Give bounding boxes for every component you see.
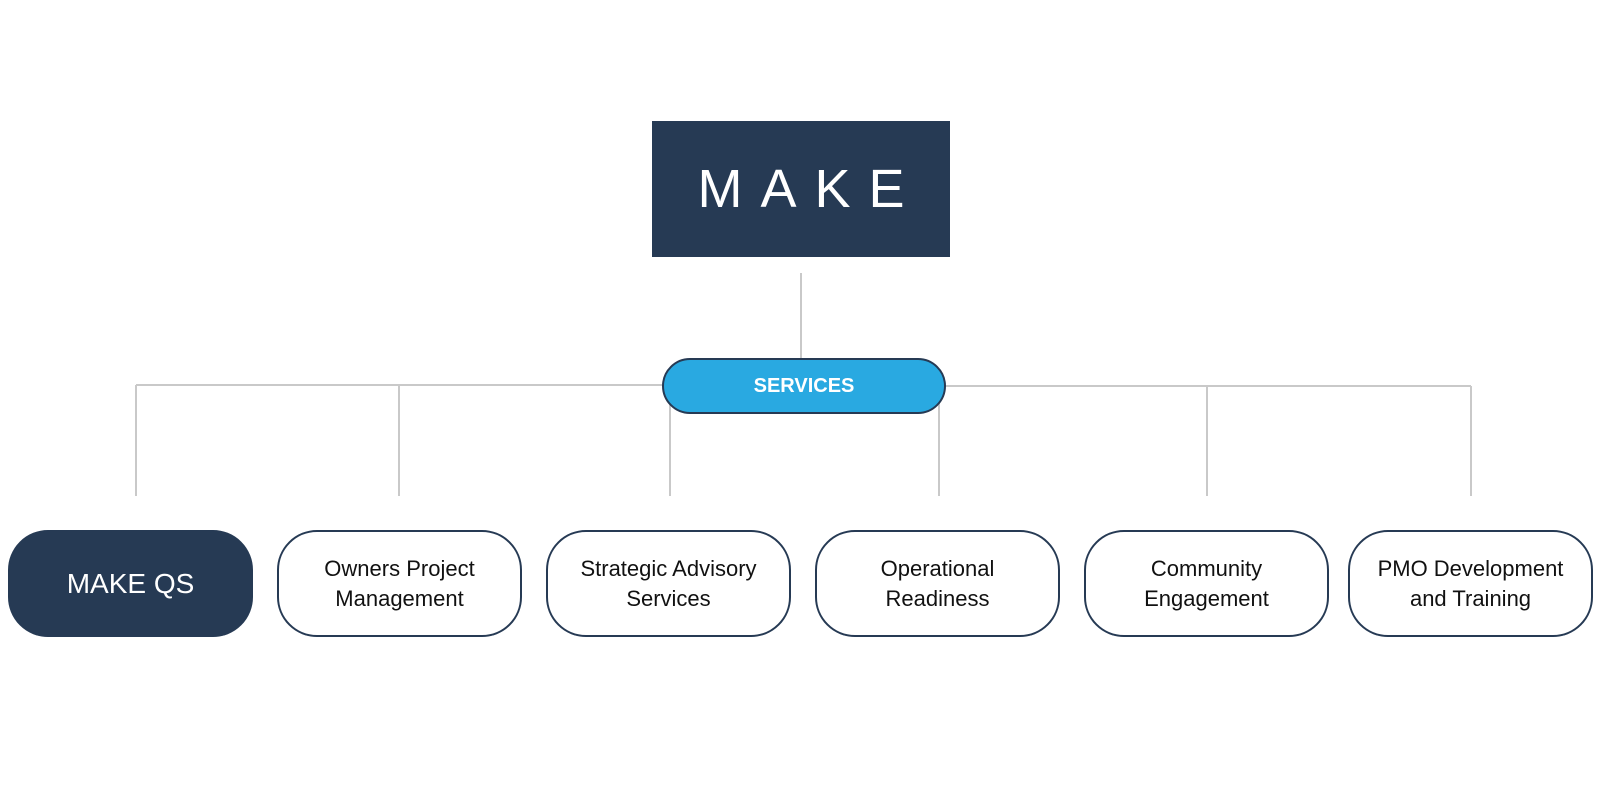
service-label: Community Engagement bbox=[1144, 555, 1269, 611]
service-node-make-qs: MAKE QS bbox=[8, 530, 253, 637]
service-node-community-engagement: Community Engagement bbox=[1084, 530, 1329, 637]
root-label: MAKE bbox=[697, 159, 923, 219]
service-node-owners-project-management: Owners Project Management bbox=[277, 530, 522, 637]
service-node-strategic-advisory-services: Strategic Advisory Services bbox=[546, 530, 791, 637]
service-label: Strategic Advisory Services bbox=[580, 555, 757, 611]
service-label: PMO Development and Training bbox=[1377, 555, 1564, 611]
service-node-pmo-development-and-training: PMO Development and Training bbox=[1348, 530, 1593, 637]
service-label: Owners Project Management bbox=[324, 555, 475, 611]
services-hub-node: SERVICES bbox=[662, 358, 946, 414]
hub-label: SERVICES bbox=[753, 374, 855, 397]
service-label: Operational Readiness bbox=[880, 555, 995, 611]
root-node: MAKE bbox=[652, 121, 950, 257]
service-label: MAKE QS bbox=[66, 567, 195, 599]
service-node-operational-readiness: Operational Readiness bbox=[815, 530, 1060, 637]
